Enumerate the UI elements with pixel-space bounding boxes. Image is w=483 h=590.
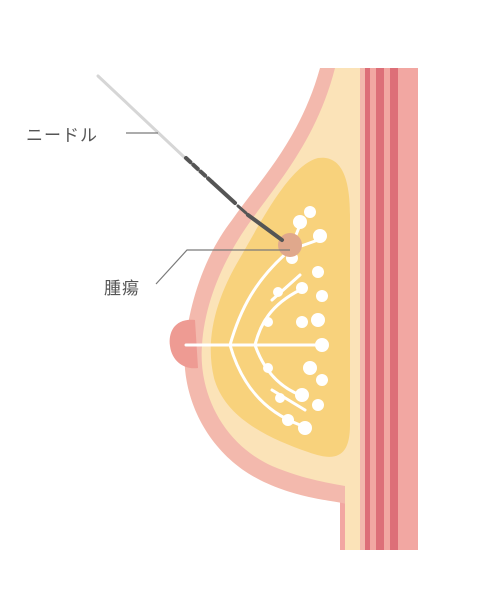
nipple	[169, 319, 198, 369]
tumor-label: 腫瘍	[104, 279, 140, 299]
tumor-leader-line	[155, 249, 290, 285]
needle	[96, 74, 284, 242]
needle-label: ニードル	[26, 126, 98, 146]
lobules	[263, 206, 329, 435]
muscle-band-3	[390, 68, 398, 550]
muscle-band-2	[376, 68, 384, 550]
tumor	[278, 233, 302, 257]
muscle-band-1	[362, 68, 370, 550]
